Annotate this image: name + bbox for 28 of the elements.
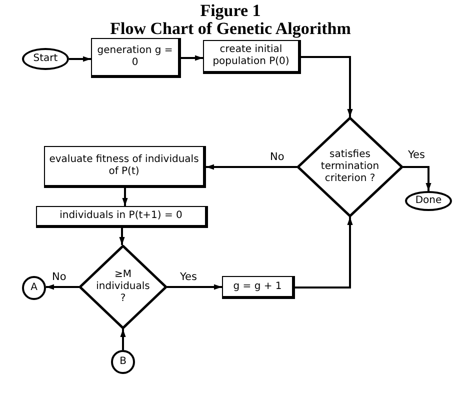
figure-title: Flow Chart of Genetic Algorithm [109, 20, 352, 38]
process-box: create initial population P(0) [203, 40, 301, 74]
arrow [181, 55, 203, 61]
process-box: individuals in P(t+1) = 0 [36, 206, 208, 228]
figure-number: Figure 1 [199, 2, 262, 20]
edge-label: No [269, 151, 286, 163]
arrow [167, 284, 222, 290]
arrow [295, 217, 353, 288]
decision-text: satisfies termination criterion ? [320, 149, 380, 185]
connector-circle: A [22, 276, 46, 300]
process-box: evaluate fitness of individuals of P(t) [44, 146, 206, 188]
connector-circle: B [111, 350, 135, 374]
terminal-oval: Start [22, 48, 69, 70]
arrow [46, 284, 79, 290]
process-box: generation g = 0 [91, 38, 181, 78]
arrow [120, 329, 126, 350]
decision-text: ≥M individuals ? [95, 269, 151, 305]
arrow [403, 166, 432, 191]
arrow [301, 56, 353, 117]
edge-label: Yes [407, 149, 426, 161]
edge-label: No [51, 271, 68, 283]
arrow [206, 164, 297, 170]
arrow [122, 188, 128, 206]
terminal-oval: Done [405, 191, 452, 211]
arrow [69, 56, 91, 62]
process-box: g = g + 1 [222, 276, 295, 299]
arrow [119, 228, 125, 245]
edge-label: Yes [179, 271, 198, 283]
